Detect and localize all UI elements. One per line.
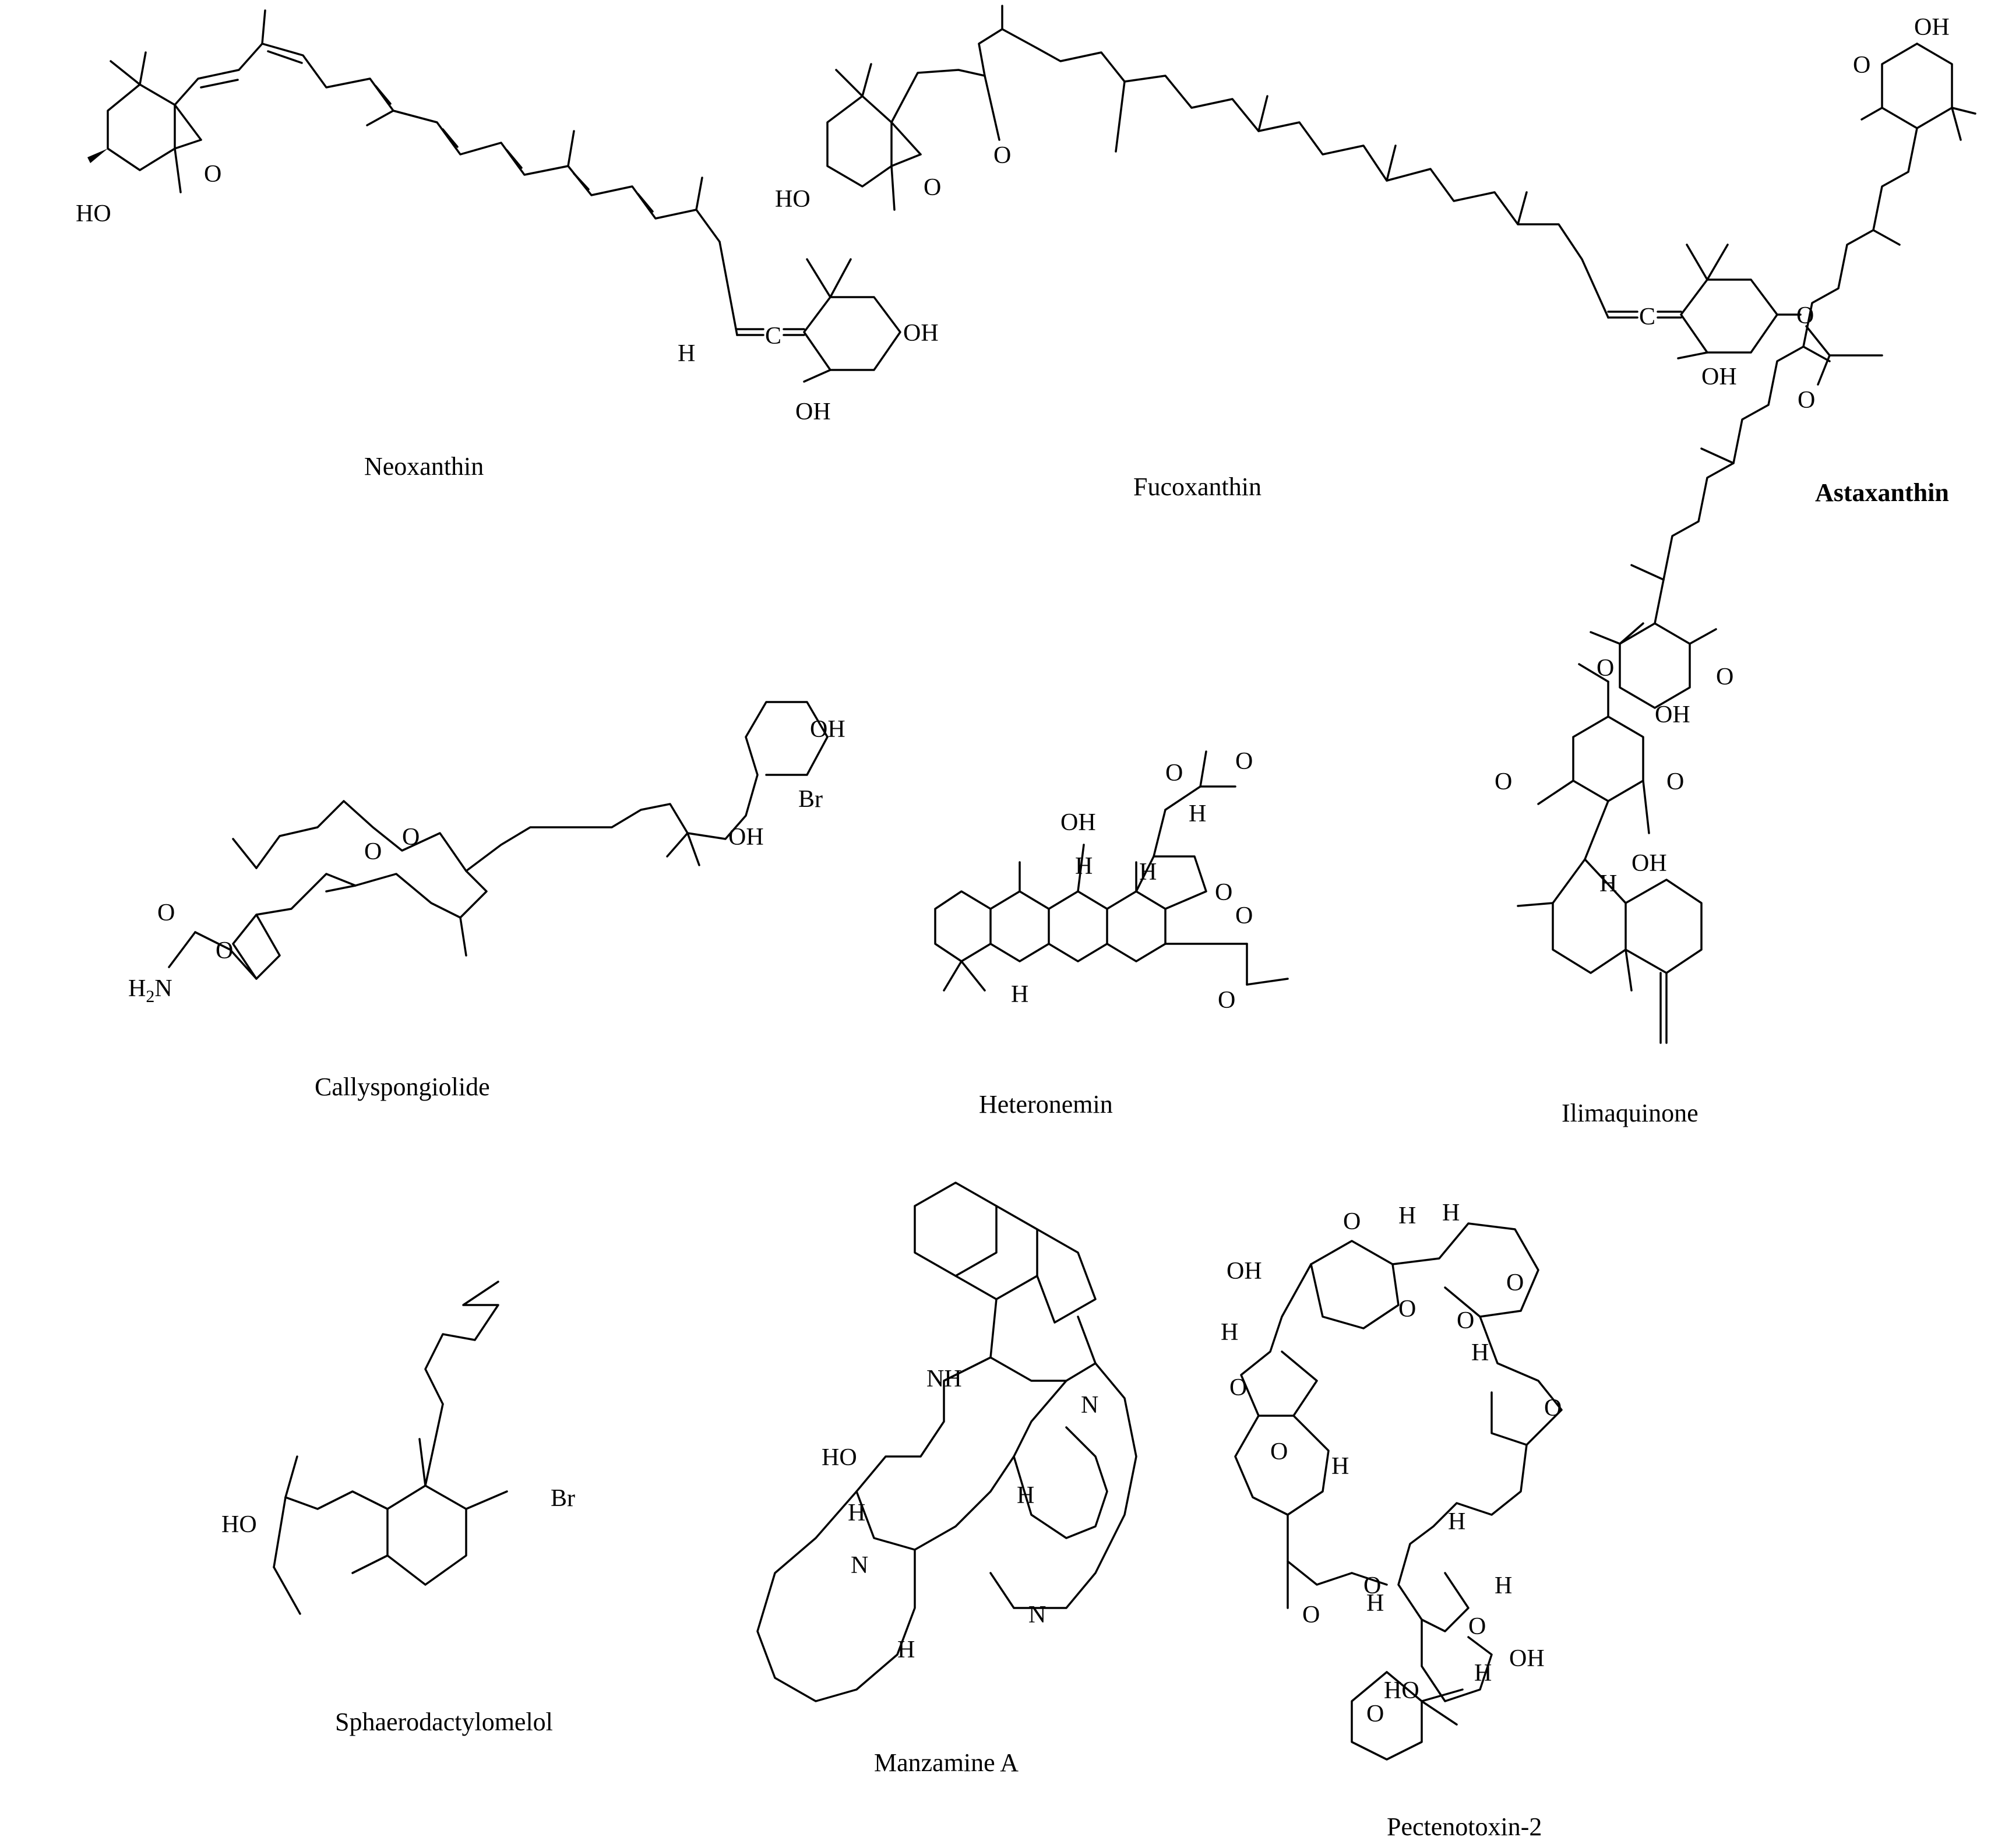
molecule-callyspongiolide: O O O H2N O OH OH Br Callyspongiolide (128, 701, 845, 1101)
atom-label: OH (810, 716, 845, 743)
molecule-name: Callyspongiolide (315, 1073, 490, 1101)
atom-label: O (1798, 387, 1815, 414)
atom-label: O (1302, 1602, 1320, 1628)
molecule-name: Neoxanthin (364, 452, 484, 481)
atom-label: OH (1060, 809, 1096, 836)
atom-label: O (364, 838, 382, 865)
atom-label: OH (1914, 14, 1950, 41)
atom-label: NH (926, 1366, 962, 1392)
atom-label: HO (221, 1511, 257, 1538)
atom-label: O (157, 900, 175, 926)
molecule-name: Astaxanthin (1815, 478, 1949, 507)
atom-label: C (1639, 304, 1655, 330)
atom-label: O (1165, 760, 1183, 787)
atom-label: H (1221, 1319, 1238, 1346)
atom-label: H (1448, 1508, 1465, 1535)
molecule-name: Sphaerodactylomelol (335, 1708, 553, 1736)
atom-label: O (1218, 987, 1235, 1014)
molecule-name: Pectenotoxin-2 (1387, 1812, 1542, 1841)
atom-label: O (924, 174, 941, 201)
atom-label: O (1235, 902, 1253, 929)
atom-label: O (1215, 879, 1232, 906)
atom-label: H (1331, 1453, 1349, 1480)
atom-label: O (1343, 1208, 1361, 1235)
molecule-neoxanthin: HO O H C OH OH Neoxanthin (76, 9, 939, 481)
atom-label: OH (728, 824, 764, 851)
molecule-heteronemin: OH O O O O O H H H H Heteronemin (934, 748, 1289, 1119)
atom-label: OH (1655, 701, 1690, 728)
atom-label: O (993, 142, 1011, 169)
molecule-name: Fucoxanthin (1133, 472, 1262, 501)
molecule-sphaerodactylomelol: HO Br Sphaerodactylomelol (221, 1281, 575, 1736)
atom-label: O (1366, 1701, 1384, 1727)
atom-label: H (1366, 1590, 1384, 1617)
atom-label: H (1189, 800, 1206, 827)
atom-label: H (1474, 1660, 1492, 1687)
atom-label: HO (822, 1444, 857, 1471)
molecule-astaxanthin: O OH O OH Astaxanthin (1590, 14, 1976, 728)
molecule-ilimaquinone: O O O OH H Ilimaquinone (1495, 655, 1703, 1127)
atom-label: O (1716, 664, 1733, 690)
atom-label: O (1363, 1572, 1381, 1599)
atom-label: O (1853, 52, 1870, 79)
atom-label: O (1235, 748, 1253, 775)
atom-label: N (851, 1552, 868, 1579)
atom-label: HO (775, 186, 811, 213)
atom-label: OH (1227, 1258, 1262, 1285)
atom-label: O (1495, 768, 1512, 795)
atom-label: O (402, 824, 420, 851)
atom-label: Br (798, 786, 823, 813)
atom-label: O (204, 161, 221, 188)
atom-label: O (1468, 1613, 1486, 1640)
atom-label: N (1028, 1602, 1046, 1628)
atom-label: H (1011, 981, 1028, 1008)
atom-label: O (1457, 1307, 1474, 1334)
molecule-name: Heteronemin (979, 1090, 1113, 1119)
molecule-name: Manzamine A (874, 1748, 1019, 1777)
atom-label: O (1229, 1374, 1247, 1401)
atom-label: OH (1632, 850, 1667, 877)
molecule-name: Ilimaquinone (1562, 1099, 1699, 1127)
atom-label: H (1075, 853, 1093, 880)
atom-label: H (848, 1500, 865, 1526)
atom-label: O (1544, 1395, 1562, 1422)
atom-label: H (897, 1637, 915, 1663)
atom-label: H (1398, 1202, 1416, 1229)
atom-label: H (678, 340, 695, 367)
atom-label: H (1442, 1200, 1460, 1226)
molecule-pectenotoxin-2: OH O O O O O O O O O O O OH HO H H H H H… (1221, 1200, 1563, 1841)
atom-label: OH (903, 320, 939, 347)
atom-label: HO (76, 200, 111, 227)
atom-label: O (216, 937, 233, 964)
atom-label: OH (1509, 1645, 1545, 1672)
atom-label: Br (551, 1485, 575, 1512)
atom-label: H (1139, 859, 1157, 886)
atom-label: H (1495, 1572, 1512, 1599)
atom-label: N (1081, 1392, 1098, 1419)
atom-label: OH (1701, 364, 1737, 390)
atom-label: HO (1384, 1677, 1419, 1704)
molecule-manzamine-a: NH HO N N N H H H Manzamine A (756, 1182, 1137, 1777)
atom-label: O (1398, 1296, 1416, 1322)
atom-label: O (1270, 1438, 1288, 1465)
molecule-fucoxanthin: HO O O C O O OH Fucoxanthin (775, 5, 1883, 501)
atom-label: O (1666, 768, 1684, 795)
atom-label: H (1471, 1339, 1489, 1366)
atom-label: OH (795, 398, 831, 425)
atom-label: H (1599, 870, 1617, 897)
atom-label: O (1597, 655, 1614, 682)
atom-label: C (765, 323, 781, 350)
atom-label: H2N (128, 975, 172, 1006)
atom-label: O (1506, 1269, 1524, 1296)
atom-label: H (1017, 1482, 1034, 1509)
